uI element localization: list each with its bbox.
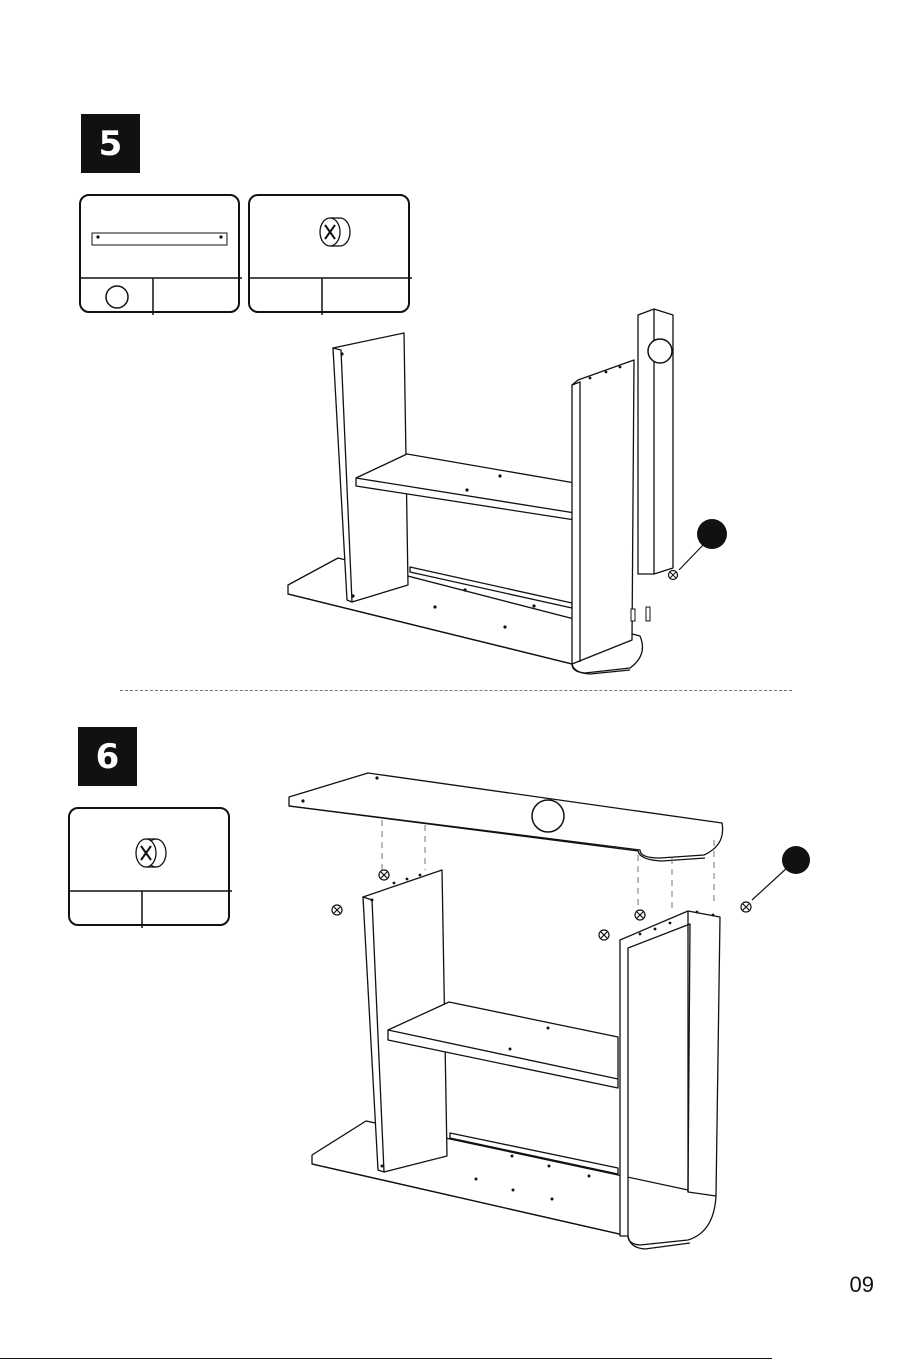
page-number: 09 xyxy=(850,1272,874,1298)
footer-rule xyxy=(0,1358,772,1359)
callout-circle-icon xyxy=(532,800,564,832)
callout-circle-icon xyxy=(782,846,810,874)
